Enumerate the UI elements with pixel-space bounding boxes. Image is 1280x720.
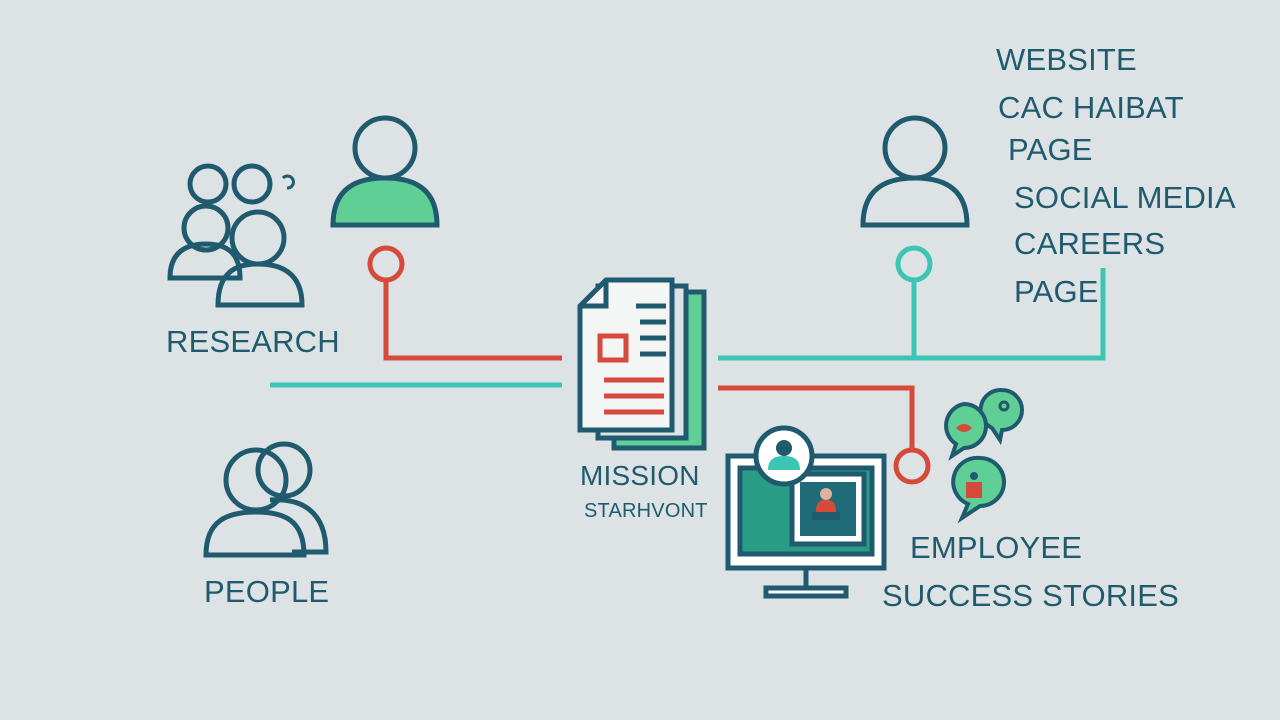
careers-label: CAREERS: [1014, 226, 1166, 261]
person-icon: [860, 115, 970, 228]
employee-label: EMPLOYEE: [910, 530, 1083, 565]
cac-label: CAC HAIBAT: [998, 90, 1184, 125]
social-media-label: SOCIAL MEDIA: [1014, 180, 1236, 215]
page-label-1: PAGE: [1008, 132, 1093, 167]
page-label-2: PAGE: [1014, 274, 1099, 309]
connector-node-teal-right: [895, 245, 933, 283]
mission-subtitle-label: STARHVONT: [584, 500, 708, 522]
chat-bubbles-icon: [944, 387, 1024, 524]
monitor-icon: [725, 425, 887, 599]
connector-teal-right: [718, 268, 1106, 361]
mission-label: MISSION: [580, 460, 700, 491]
person-icon: [330, 115, 440, 228]
connector-node-red-left: [367, 245, 405, 283]
connector-red-left: [383, 280, 562, 361]
people-group-icon: [167, 163, 305, 308]
website-label: WEBSITE: [996, 42, 1137, 77]
research-label: RESEARCH: [166, 324, 340, 359]
people-pair-icon: [203, 441, 329, 558]
people-label: PEOPLE: [204, 574, 330, 609]
document-icon: [577, 277, 707, 451]
connector-red-right: [718, 385, 915, 450]
success-stories-label: SUCCESS STORIES: [882, 578, 1180, 613]
connector-node-red-right: [893, 447, 931, 485]
